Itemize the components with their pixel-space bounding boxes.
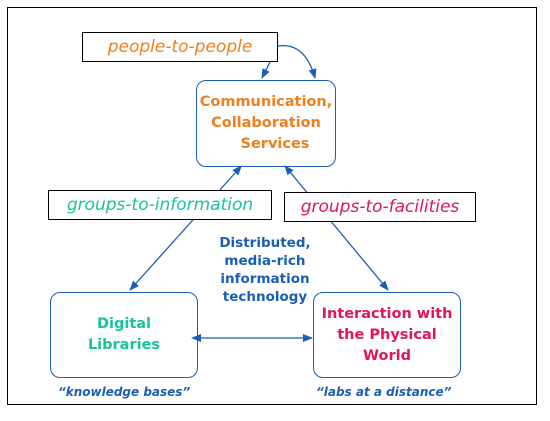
node-interaction: Interaction with the Physical World bbox=[313, 292, 461, 378]
node-communication-line-1: Communication, bbox=[199, 94, 333, 110]
node-communication-line-3: Services bbox=[240, 136, 310, 152]
center-line-2: media-rich bbox=[224, 253, 306, 269]
node-interaction-line-2: the Physical bbox=[337, 326, 437, 343]
caption-labs-at-distance: “labs at a distance” bbox=[316, 385, 452, 399]
node-digital-line-1: Digital bbox=[96, 316, 152, 332]
label-groups-to-information: groups-to-information bbox=[48, 190, 272, 220]
arrow-comm-to-interaction bbox=[284, 165, 389, 291]
node-communication: Communication, Collaboration Services bbox=[196, 80, 336, 167]
node-digital-libraries: Digital Libraries bbox=[50, 292, 198, 378]
label-groups-to-facilities: groups-to-facilities bbox=[284, 192, 476, 222]
center-line-3: information bbox=[220, 271, 310, 287]
node-digital-line-2: Libraries bbox=[87, 337, 161, 353]
node-interaction-line-3: World bbox=[363, 347, 411, 364]
label-people-to-people: people-to-people bbox=[82, 32, 278, 62]
center-line-1: Distributed, bbox=[219, 235, 311, 251]
node-interaction-line-1: Interaction with bbox=[321, 305, 453, 322]
caption-knowledge-bases: “knowledge bases” bbox=[58, 385, 191, 399]
center-line-4: technology bbox=[222, 289, 308, 305]
loop-arrow-right bbox=[277, 44, 317, 79]
center-description: Distributed, media-rich information tech… bbox=[210, 234, 320, 306]
node-communication-line-2: Collaboration bbox=[211, 115, 321, 131]
